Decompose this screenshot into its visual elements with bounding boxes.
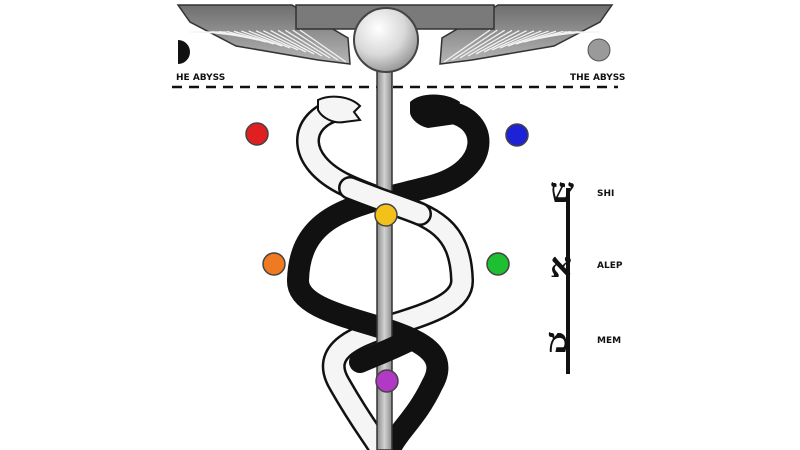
purple-dot <box>375 369 399 393</box>
mem-letter: מ <box>548 321 568 361</box>
wing-feather <box>475 29 520 55</box>
serpent-dark <box>287 94 490 450</box>
wing-feather <box>515 30 557 45</box>
shin-label: SHI <box>597 189 614 199</box>
mem-label: MEM <box>597 336 621 346</box>
yellow-dot <box>374 203 398 227</box>
wing-feather <box>277 29 323 57</box>
wing-feather <box>263 30 307 53</box>
red-dot <box>245 122 269 146</box>
dark-serpent-head <box>410 94 460 128</box>
wing-feather <box>467 29 513 57</box>
wing-feather <box>255 30 299 51</box>
wing-feather <box>507 30 549 47</box>
shin-letter: ש <box>550 171 574 211</box>
wing-feather <box>523 30 564 43</box>
wing-feather <box>483 30 527 53</box>
wing-feather <box>451 29 498 61</box>
wing-feather <box>299 29 347 63</box>
green-dot <box>486 252 510 276</box>
blue-dot <box>505 123 529 147</box>
wing-feather <box>292 29 339 61</box>
wing-feather <box>270 29 315 55</box>
wing-feather <box>248 30 291 49</box>
wing-feather <box>443 29 491 63</box>
abyss-right-circle <box>587 38 611 62</box>
light-serpent-head <box>317 95 362 124</box>
aleph-label: ALEP <box>597 261 623 271</box>
serpent-light <box>296 95 474 450</box>
abyss-left-label: HE ABYSS <box>176 73 225 83</box>
mother-letters-column: ש SHI א ALEP מ MEM <box>548 171 623 374</box>
top-orb <box>353 7 419 73</box>
abyss-left-half-circle <box>178 40 190 64</box>
wing-feather <box>233 30 275 45</box>
wing-feather <box>226 30 267 43</box>
winged-disk-wings <box>176 4 614 65</box>
aleph-letter: א <box>550 246 572 286</box>
wing-feather <box>459 29 506 59</box>
wing-feather <box>241 30 283 47</box>
orange-dot <box>262 252 286 276</box>
wing-feather <box>491 30 535 51</box>
wing-feather <box>499 30 542 49</box>
wing-feather <box>284 29 331 59</box>
abyss-right-label: THE ABYSS <box>570 73 625 83</box>
